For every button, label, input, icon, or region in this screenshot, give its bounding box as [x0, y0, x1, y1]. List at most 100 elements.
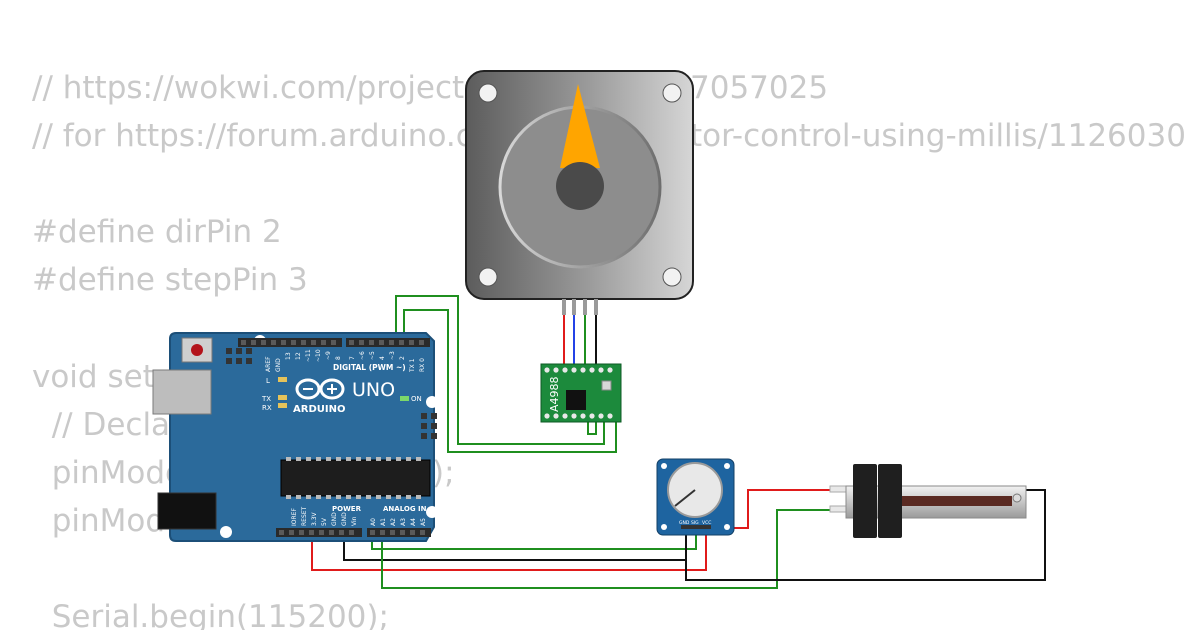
- motor-shaft: [556, 162, 604, 210]
- digital-header-left: [238, 338, 342, 347]
- pin-label-4: 4: [379, 356, 386, 360]
- driver-top-pins: [544, 367, 613, 373]
- pot-pin-sig: SIG: [691, 520, 699, 526]
- code-line-7: void set: [32, 359, 155, 395]
- pot-pin-gnd: GND: [679, 520, 690, 526]
- slide-potentiometer[interactable]: [829, 464, 1027, 538]
- code-line-2b: tor-control-using-millis/1126030: [690, 118, 1186, 154]
- pin-label-12: 12: [295, 352, 302, 360]
- led-tx-label: TX: [261, 395, 271, 403]
- slider-knob-left[interactable]: [853, 464, 877, 538]
- pin-label-a5: A5: [420, 518, 427, 526]
- led-tx: [278, 395, 287, 400]
- code-line-1b: 7057025: [690, 70, 829, 106]
- wire-5v-red[interactable]: [311, 528, 707, 571]
- pin-label-a2: A2: [390, 518, 397, 526]
- motor-mount-hole: [662, 83, 682, 103]
- pot-mount-hole: [661, 463, 667, 469]
- pin-label-a1: A1: [380, 518, 387, 526]
- a4988-driver[interactable]: A4988: [540, 363, 622, 423]
- motor-mount-hole: [478, 83, 498, 103]
- wire-step-green[interactable]: [403, 309, 617, 453]
- driver-bottom-pins: [544, 413, 613, 419]
- analog-header-title: ANALOG IN: [383, 505, 427, 513]
- pin-label-8: 8: [335, 356, 342, 360]
- code-line-2a: // for https://forum.arduino.c: [32, 118, 473, 154]
- led-on: [400, 396, 409, 401]
- pin-label-11: ~11: [305, 349, 312, 362]
- pin-label-5v: 5V: [321, 517, 328, 526]
- pin-label-3v3: 3.3V: [311, 511, 318, 526]
- led-rx-label: RX: [262, 404, 272, 412]
- board-mount-hole: [220, 526, 232, 538]
- code-line-12: Serial.begin(115200);: [32, 599, 389, 630]
- led-l-label: L: [266, 377, 270, 385]
- led-rx: [278, 403, 287, 408]
- pin-label-reset: RESET: [301, 506, 308, 526]
- board-brand: ARDUINO: [293, 404, 345, 415]
- arduino-uno-board[interactable]: AREF GND 13 12 ~11 ~10 ~9 8 7 ~6 ~5 4 ~3…: [152, 332, 438, 542]
- pin-label-ioref: IOREF: [291, 508, 298, 526]
- bottom-header-pins: [279, 530, 425, 535]
- code-line-9b: );: [432, 455, 455, 491]
- code-line-10: pinMod: [32, 503, 166, 539]
- chip-pins: [286, 457, 421, 499]
- code-line-9a: pinMode: [32, 455, 185, 491]
- analog-pin-labels: A0 A1 A2 A3 A4 A5: [370, 518, 427, 526]
- motor-mount-hole: [662, 267, 682, 287]
- board-mount-hole: [426, 506, 438, 518]
- code-line-5: #define stepPin 3: [32, 262, 308, 298]
- stepper-motor[interactable]: [465, 70, 694, 368]
- motor-pointer: [560, 84, 600, 168]
- pin-label-9: ~9: [325, 351, 332, 360]
- wire-slider-gnd-black[interactable]: [685, 489, 1046, 581]
- wire-dir-green[interactable]: [395, 295, 605, 445]
- digital-header-pins: [241, 340, 424, 345]
- pin-label-rx0: RX 0: [419, 358, 426, 372]
- digital-pin-labels: 13 12 ~11 ~10 ~9 8 7 ~6 ~5 4 ~3 2 TX 1 R…: [285, 349, 426, 373]
- power-pin-labels: IOREF RESET 3.3V 5V GND GND Vin: [291, 506, 358, 526]
- pin-label-a0: A0: [370, 518, 377, 526]
- pin-label-6: ~6: [359, 351, 366, 360]
- led-l: [278, 377, 287, 382]
- wire-driver-loop[interactable]: [587, 416, 597, 435]
- power-jack: [157, 492, 217, 530]
- slider-knob-right[interactable]: [878, 464, 902, 538]
- pin-label-tx1: TX 1: [409, 358, 416, 373]
- atmega-chip: [280, 459, 431, 497]
- pin-label-a3: A3: [400, 518, 407, 526]
- pot-pin-header: [681, 525, 711, 529]
- pin-label-7: 7: [349, 356, 356, 360]
- board-model: UNO: [352, 379, 395, 401]
- icsp-header-top: [226, 348, 252, 364]
- reset-button-cap: [191, 344, 203, 356]
- pin-label-2: 2: [399, 356, 406, 360]
- driver-potentiometer-trim: [601, 380, 612, 391]
- pin-label-gnd2: GND: [341, 512, 348, 526]
- driver-chip: [566, 390, 586, 410]
- arduino-logo: [295, 378, 345, 400]
- slider-track-slot: [880, 496, 1012, 506]
- led-on-label: ON: [411, 395, 422, 403]
- rotary-potentiometer[interactable]: GND SIG VCC: [656, 458, 735, 536]
- usb-connector: [152, 369, 212, 415]
- driver-label: A4988: [548, 376, 561, 412]
- slider-screw: [1012, 493, 1022, 503]
- pin-label-vin: Vin: [351, 516, 358, 526]
- pot-mount-hole: [724, 524, 730, 530]
- pin-label-gnd1: GND: [331, 512, 338, 526]
- pin-label-10: ~10: [315, 349, 322, 362]
- digital-header-title: DIGITAL (PWM ~): [333, 363, 406, 372]
- icsp-header-right: [421, 413, 437, 439]
- gnd-label: GND: [275, 358, 282, 372]
- code-line-1a: // https://wokwi.com/projects/: [32, 70, 491, 106]
- pin-label-5: ~5: [369, 351, 376, 360]
- wire-a1-green[interactable]: [381, 509, 830, 589]
- pin-label-13: 13: [285, 352, 292, 360]
- power-header-title: POWER: [332, 505, 362, 513]
- pot-knob-indicator: [674, 489, 696, 507]
- aref-label: AREF: [265, 356, 272, 372]
- digital-header-right: [346, 338, 430, 347]
